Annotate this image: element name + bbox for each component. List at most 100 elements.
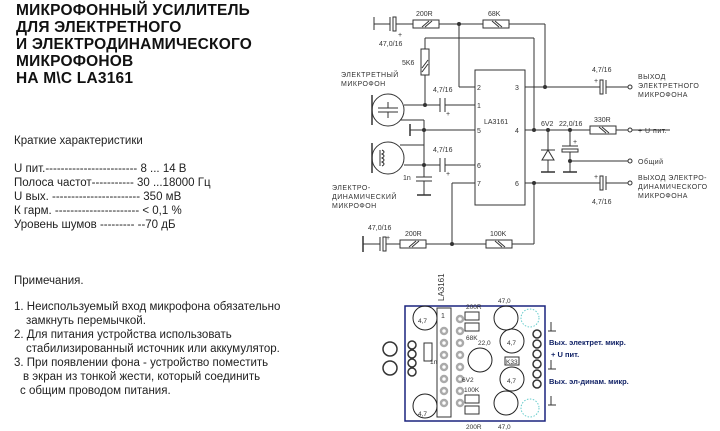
resistor-200r-top [412, 19, 440, 29]
ic-pin-numbers: 2 1 5 6 7 3 4 6 [477, 85, 519, 188]
pin-3: 3 [515, 85, 519, 92]
pin-5: 5 [477, 128, 481, 135]
junctions [422, 22, 572, 246]
ground-symbol-top [373, 17, 390, 30]
svg-text:+: + [573, 139, 577, 146]
resistor-100k [485, 239, 513, 249]
pcb-label-c47-left-top: 4,7 [418, 318, 427, 325]
label-330r: 330R [594, 117, 611, 124]
label-5k6: 5K6 [402, 60, 415, 67]
pcb-conn-label-power: + U пит. [551, 350, 579, 359]
pin-2: 2 [477, 85, 481, 92]
note-line: 1. Неиспользуемый вход микрофона обязате… [14, 301, 281, 313]
resistor-330r [589, 125, 617, 135]
capacitor-out-2 [593, 175, 628, 191]
label-c-out-1: 4,7/16 [592, 67, 612, 74]
label-dynamic-mic-2: ДИНАМИЧЕСКИЙ [332, 192, 397, 201]
pcb-label-zener: 6V2 [462, 377, 474, 384]
label-200r-bottom: 200R [405, 231, 422, 238]
electret-mic-symbol [371, 93, 405, 127]
pcb-conn-label-dynamic: Вых. эл-динам. микр. [549, 377, 629, 386]
label-electret-mic-1: ЭЛЕКТРЕТНЫЙ [341, 70, 399, 79]
capacitor-22 [561, 130, 628, 173]
pin-7: 7 [477, 181, 481, 188]
specs-section: Краткие характеристики U пит.-----------… [14, 134, 211, 232]
label-dynamic-mic-1: ЭЛЕКТРО- [332, 185, 371, 192]
pcb-caps [412, 305, 525, 419]
pcb-label-r200-bot: 200R [466, 424, 482, 431]
svg-text:+: + [446, 111, 450, 118]
svg-text:+: + [398, 32, 402, 39]
specs-heading: Краткие характеристики [14, 135, 143, 147]
label-electret-mic-2: МИКРОФОН [341, 81, 386, 88]
pcb-ic-label: LA3161 [437, 273, 446, 301]
note-line: 3. При появлении фона - устройство помес… [14, 357, 269, 369]
label-c-in-1: 4,7/16 [433, 87, 453, 94]
note-line: замкнуть перемычкой. [26, 315, 146, 327]
pcb-label-c47-right-2: 4,7 [507, 378, 516, 385]
spec-row: U пит.------------------------ 8 ... 14 … [14, 163, 187, 175]
pin-1: 1 [477, 103, 481, 110]
terminals [627, 84, 633, 186]
pcb-ground-marks [548, 322, 556, 406]
pcb-label-r100k: 100K [464, 387, 480, 394]
label-c-out-2: 4,7/16 [592, 199, 612, 206]
capacitor-in-1 [439, 98, 466, 112]
title-line: И ЭЛЕКТРОДИНАМИЧЕСКОГО [16, 36, 252, 53]
pcb-pin1: 1 [441, 313, 445, 320]
label-power: + U пит. [638, 128, 667, 135]
label-ground: Общий [638, 158, 664, 166]
pcb-label-r200-top: 200R [466, 304, 482, 311]
zener-6v2 [541, 130, 555, 173]
pcb-mic-pads [382, 340, 417, 377]
capacitor-out-1 [593, 79, 628, 95]
label-dynamic-mic-3: МИКРОФОН [332, 203, 377, 210]
pcb-ic-pads [439, 314, 465, 408]
spec-row: Полоса частот----------- 30 ...18000 Гц [14, 177, 211, 189]
label-out-dynamic-1: ВЫХОД ЭЛЕКТРО- [638, 175, 707, 182]
note-line: в экран из тонкой жести, который соедини… [23, 371, 261, 383]
label-100k: 100K [490, 231, 507, 238]
pcb-conn-label-electret: Вых. электрет. микр. [549, 338, 626, 347]
note-line: 2. Для питания устройства использовать [14, 329, 232, 341]
resistor-5k6 [420, 48, 430, 76]
ground-symbol-bottom [362, 236, 380, 252]
note-line: стабилизированный источник или аккумулят… [26, 343, 280, 355]
pcb-label-r68k: 68K [466, 335, 478, 342]
label-out-dynamic-2: ДИНАМИЧЕСКОГО [638, 184, 708, 191]
pcb-label-r330: K33 [506, 359, 518, 366]
capacitor-1n [416, 165, 432, 196]
pcb-label-c47-right-1: 4,7 [507, 340, 516, 347]
notes-section: Примечания. 1. Неиспользуемый вход микро… [14, 274, 280, 398]
spec-row: К гарм. ---------------------- < 0,1 % [14, 205, 182, 217]
pin-8: 6 [477, 163, 481, 170]
label-68k: 68K [488, 11, 501, 18]
dynamic-mic-symbol [371, 141, 405, 175]
svg-text:+: + [594, 174, 598, 181]
capacitor-in-2 [439, 158, 454, 172]
pin-4: 4 [515, 128, 519, 135]
pin-6: 6 [515, 181, 519, 188]
title-line: НА М\С LA3161 [16, 70, 134, 87]
notes-heading: Примечания. [14, 275, 84, 287]
pcb-mount-holes [520, 308, 540, 418]
label-47-top: 47,0/16 [379, 41, 402, 48]
pcb-label-c47-bot: 47,0 [498, 424, 511, 431]
label-out-electret-1: ВЫХОД [638, 74, 666, 81]
pcb-label-c47-top: 47,0 [498, 298, 511, 305]
resistor-200r-bottom [399, 239, 427, 249]
capacitor-47-top [389, 16, 413, 32]
spec-row: Уровень шумов --------- --70 дБ [14, 219, 176, 231]
pcb-resistors [423, 311, 520, 415]
label-out-dynamic-3: МИКРОФОНА [638, 193, 688, 200]
pcb-connector [532, 329, 542, 389]
page-title: МИКРОФОННЫЙ УСИЛИТЕЛЬ ДЛЯ ЭЛЕКТРЕТНОГО И… [16, 2, 252, 87]
spec-row: U вых. ----------------------- 350 мВ [14, 191, 182, 203]
svg-text:+: + [386, 235, 390, 242]
label-22: 22,0/16 [559, 121, 582, 128]
polarity-marks: ++ ++ ++ + [386, 32, 598, 242]
svg-text:+: + [446, 171, 450, 178]
title-line: МИКРОФОНОВ [16, 53, 134, 70]
ic-la3161 [474, 69, 526, 206]
